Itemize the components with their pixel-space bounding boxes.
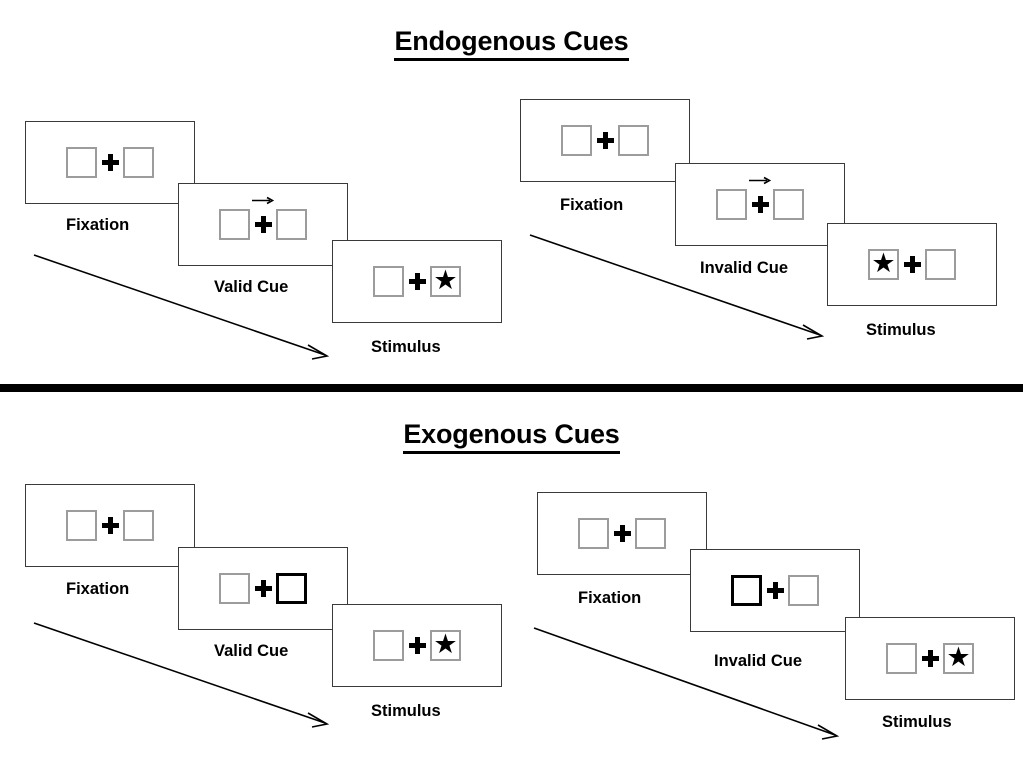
caption-exogenous-invalid-stimulus: Stimulus	[882, 713, 952, 731]
center-region	[747, 176, 773, 220]
center-region	[97, 147, 123, 178]
fixation-cross-icon	[101, 517, 119, 534]
right-box: ★	[943, 643, 974, 674]
star-icon: ★	[433, 265, 458, 295]
star-icon: ★	[946, 642, 971, 672]
left-box	[66, 147, 97, 178]
fixation-cross-icon	[766, 582, 784, 599]
frame-exogenous-valid-cue	[178, 547, 348, 630]
time-flow-arrow-exogenous-invalid	[533, 627, 840, 740]
fixation-cross-icon	[254, 216, 272, 233]
section-title-exogenous: Exogenous Cues	[0, 419, 1023, 454]
fixation-cross-icon	[903, 256, 921, 273]
right-box	[788, 575, 819, 606]
center-region	[899, 249, 925, 280]
caption-endogenous-valid-stimulus: Stimulus	[371, 338, 441, 356]
frame-exogenous-valid-fixation	[25, 484, 195, 567]
caption-endogenous-valid-fixation: Fixation	[66, 216, 130, 234]
fixation-cross-icon	[921, 650, 939, 667]
caption-exogenous-valid-stimulus: Stimulus	[371, 702, 441, 720]
left-box	[219, 209, 250, 240]
cue-direction-right-arrow-icon	[749, 176, 772, 185]
left-box	[886, 643, 917, 674]
center-region	[762, 575, 788, 606]
center-region	[592, 125, 618, 156]
frame-endogenous-valid-fixation	[25, 121, 195, 204]
frame-endogenous-invalid-stimulus: ★	[827, 223, 997, 306]
right-box	[276, 209, 307, 240]
caption-endogenous-invalid-fixation: Fixation	[560, 196, 624, 214]
caption-exogenous-valid-cue: Valid Cue	[214, 642, 289, 660]
left-box	[561, 125, 592, 156]
frame-endogenous-valid-stimulus: ★	[332, 240, 502, 323]
cue-direction-right-arrow-icon	[252, 196, 275, 205]
center-region	[250, 573, 276, 604]
star-icon: ★	[871, 248, 896, 278]
left-box-highlighted	[731, 575, 762, 606]
caption-exogenous-invalid-fixation: Fixation	[578, 589, 642, 607]
fixation-cross-icon	[751, 196, 769, 213]
fixation-cross-icon	[408, 637, 426, 654]
center-region	[404, 266, 430, 297]
section-title-endogenous: Endogenous Cues	[0, 26, 1023, 61]
fixation-cross-icon	[596, 132, 614, 149]
right-box: ★	[430, 630, 461, 661]
right-box	[123, 147, 154, 178]
left-box	[373, 630, 404, 661]
right-box	[635, 518, 666, 549]
fixation-cross-icon	[101, 154, 119, 171]
left-box	[219, 573, 250, 604]
caption-endogenous-valid-cue: Valid Cue	[214, 278, 289, 296]
left-box	[373, 266, 404, 297]
right-box	[123, 510, 154, 541]
frame-exogenous-valid-stimulus: ★	[332, 604, 502, 687]
time-flow-arrow-endogenous-invalid	[529, 234, 825, 340]
right-box: ★	[430, 266, 461, 297]
caption-endogenous-invalid-cue: Invalid Cue	[700, 259, 789, 277]
right-box-highlighted	[276, 573, 307, 604]
center-region	[97, 510, 123, 541]
star-icon: ★	[433, 629, 458, 659]
left-box: ★	[868, 249, 899, 280]
time-flow-arrow-exogenous-valid	[33, 622, 330, 728]
fixation-cross-icon	[254, 580, 272, 597]
center-region	[917, 643, 943, 674]
left-box	[578, 518, 609, 549]
fixation-cross-icon	[408, 273, 426, 290]
center-region	[250, 196, 276, 240]
frame-endogenous-invalid-cue	[675, 163, 845, 246]
section-divider	[0, 384, 1023, 392]
time-flow-arrow-endogenous-valid	[33, 254, 330, 360]
frame-exogenous-invalid-fixation	[537, 492, 707, 575]
left-box	[66, 510, 97, 541]
left-box	[716, 189, 747, 220]
right-box	[618, 125, 649, 156]
caption-exogenous-invalid-cue: Invalid Cue	[714, 652, 803, 670]
right-box	[925, 249, 956, 280]
frame-exogenous-invalid-stimulus: ★	[845, 617, 1015, 700]
section-title-endogenous-text: Endogenous Cues	[394, 26, 629, 61]
frame-endogenous-invalid-fixation	[520, 99, 690, 182]
center-region	[404, 630, 430, 661]
caption-exogenous-valid-fixation: Fixation	[66, 580, 130, 598]
frame-exogenous-invalid-cue	[690, 549, 860, 632]
frame-endogenous-valid-cue	[178, 183, 348, 266]
section-title-exogenous-text: Exogenous Cues	[403, 419, 620, 454]
fixation-cross-icon	[613, 525, 631, 542]
center-region	[609, 518, 635, 549]
right-box	[773, 189, 804, 220]
caption-endogenous-invalid-stimulus: Stimulus	[866, 321, 936, 339]
